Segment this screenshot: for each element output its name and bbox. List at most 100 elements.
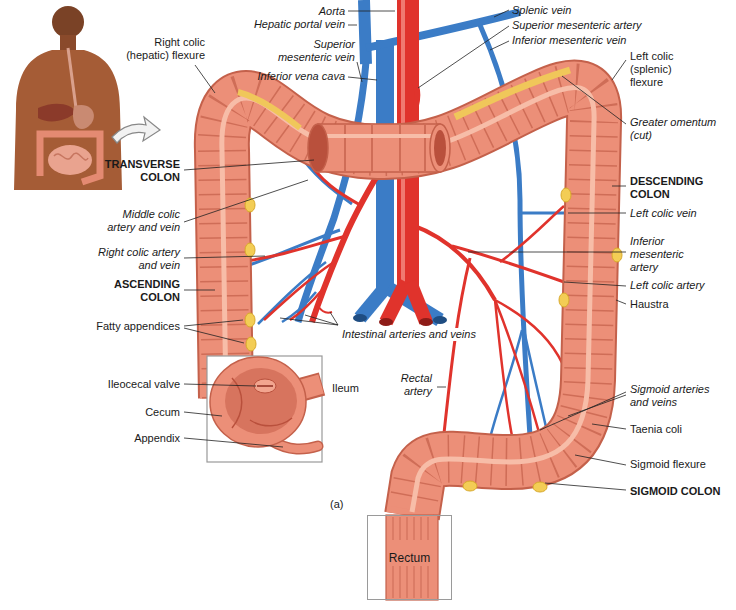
label-slot: ASCENDING COLON bbox=[85, 278, 180, 304]
label-slot: Appendix bbox=[62, 432, 180, 445]
muscle-striation bbox=[421, 566, 422, 598]
label-slot: Right colic artery and vein bbox=[94, 246, 180, 272]
region-label: ASCENDING COLON bbox=[85, 278, 180, 304]
fatty-appendix bbox=[561, 188, 571, 202]
fatty-appendix bbox=[245, 243, 255, 257]
leader-line bbox=[612, 186, 626, 187]
vessel-label: Splenic vein bbox=[512, 4, 571, 17]
vessel-label: Aorta bbox=[319, 5, 345, 18]
fatty-appendix bbox=[245, 313, 255, 327]
cecum-fold bbox=[250, 418, 292, 426]
sigmoid-vein bbox=[490, 330, 522, 438]
muscle-striation bbox=[414, 517, 415, 540]
leader-line bbox=[184, 384, 256, 386]
cecum bbox=[210, 357, 306, 447]
muscle-striation bbox=[400, 517, 401, 540]
vessel-label: Intestinal arteries and veins bbox=[340, 328, 478, 341]
part-label: Ileocecal valve bbox=[108, 378, 180, 391]
leader-line bbox=[184, 328, 244, 343]
ileocecal-valve bbox=[254, 379, 276, 393]
label-slot: Intestinal arteries and veins bbox=[340, 328, 510, 341]
iliac-artery bbox=[410, 282, 426, 322]
label-slot: Hepatic portal vein bbox=[215, 18, 345, 31]
intestinal-artery bbox=[264, 262, 334, 320]
label-slot: Aorta bbox=[290, 5, 345, 18]
vessel-label: Inferior mesenteric vein bbox=[512, 34, 626, 47]
label-slot: Left colic artery bbox=[630, 279, 730, 292]
iliac-artery bbox=[386, 282, 406, 322]
label-slot: Middle colic artery and vein bbox=[94, 208, 180, 234]
intestinal-artery bbox=[318, 306, 332, 313]
cut-end bbox=[430, 124, 450, 172]
vessel-label: Hepatic portal vein bbox=[254, 18, 345, 31]
label-slot: Ileum bbox=[330, 382, 370, 395]
vessel-label: Rectal artery bbox=[378, 372, 434, 398]
label-slot: Fatty appendices bbox=[62, 320, 180, 333]
leader-line bbox=[184, 256, 265, 258]
sigmoid-artery bbox=[495, 300, 540, 436]
leader-line bbox=[612, 60, 626, 80]
vessel-label: Middle colic artery and vein bbox=[94, 208, 180, 234]
vessel-label: Left colic artery bbox=[630, 279, 705, 292]
leader-line bbox=[184, 160, 314, 170]
inferior-mesenteric-artery bbox=[412, 225, 495, 300]
artery-opening bbox=[419, 318, 433, 326]
taenia-coli-band bbox=[222, 87, 594, 512]
rectum-drawing bbox=[386, 515, 438, 600]
figure-esophagus bbox=[68, 48, 76, 108]
haustra-fold bbox=[344, 125, 346, 171]
vessel-label: Inferior vena cava bbox=[258, 70, 345, 83]
label-slot: Sigmoid arteries and veins bbox=[630, 383, 730, 409]
fatty-appendix bbox=[533, 482, 547, 492]
leader-line bbox=[575, 455, 626, 465]
leader-line bbox=[280, 318, 338, 325]
leader-line bbox=[184, 438, 283, 447]
label-slot: Rectal artery bbox=[378, 372, 434, 398]
right-colic-artery bbox=[240, 236, 346, 262]
part-label: Rectum bbox=[387, 551, 432, 565]
leader-line bbox=[494, 10, 509, 17]
label-slot: Greater omentum (cut) bbox=[630, 116, 725, 142]
label-slot: Inferior mesenteric vein bbox=[512, 34, 682, 47]
muscle-striation bbox=[393, 566, 394, 598]
leader-line bbox=[564, 282, 626, 286]
inset-box: Rectum bbox=[367, 515, 452, 600]
vessel-label: Left colic vein bbox=[630, 207, 697, 220]
cut-lumen bbox=[434, 130, 446, 166]
label-slot: Right colic (hepatic) flexure bbox=[110, 36, 205, 62]
leader-line bbox=[592, 424, 626, 429]
label-slot: Taenia coli bbox=[630, 423, 730, 436]
iliac-vein bbox=[360, 288, 385, 318]
part-label: Sigmoid flexure bbox=[630, 458, 706, 471]
leader-line bbox=[468, 252, 626, 253]
label-slot: SIGMOID COLON bbox=[630, 485, 732, 498]
fatty-appendix bbox=[245, 198, 255, 212]
leader-line bbox=[184, 180, 308, 222]
fatty-appendix bbox=[612, 248, 622, 262]
leader-line bbox=[545, 483, 626, 490]
vein-opening bbox=[353, 314, 367, 322]
leader-line bbox=[184, 320, 243, 326]
cut-lumen bbox=[308, 124, 328, 172]
transverse-colon-segment bbox=[318, 124, 440, 172]
greater-omentum bbox=[455, 70, 570, 117]
sigmoid-artery bbox=[495, 300, 512, 436]
figure-liver bbox=[38, 104, 76, 122]
part-label: Ileum bbox=[330, 382, 361, 395]
leader-line bbox=[490, 41, 509, 50]
vessel-label: Sigmoid arteries and veins bbox=[630, 383, 730, 409]
muscle-striation bbox=[393, 517, 394, 540]
figure-stomach bbox=[73, 105, 94, 129]
muscle-striation bbox=[400, 566, 401, 598]
hepatic-portal-vein bbox=[364, 0, 366, 64]
greater-omentum bbox=[238, 92, 300, 128]
leader-line bbox=[348, 25, 357, 26]
leader-line bbox=[568, 213, 626, 214]
valve-slit bbox=[257, 385, 273, 387]
part-label: Taenia coli bbox=[630, 423, 682, 436]
label-slot: Inferior mesenteric artery bbox=[630, 235, 710, 274]
region-label: SIGMOID COLON bbox=[630, 485, 720, 498]
leader-line bbox=[437, 387, 446, 388]
vessel-label: Right colic artery and vein bbox=[94, 246, 180, 272]
